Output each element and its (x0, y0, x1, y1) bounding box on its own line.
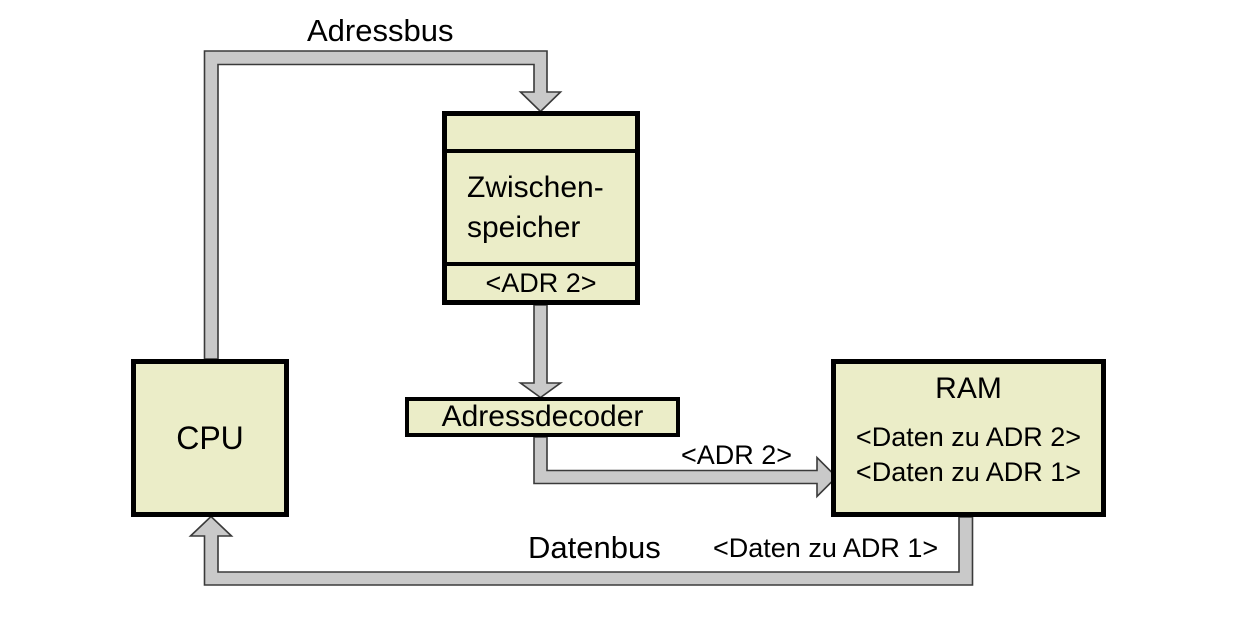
ram-box: RAM <Daten zu ADR 2> <Daten zu ADR 1> (831, 359, 1106, 517)
datenbus-pipe (188, 515, 974, 586)
cpu-box: CPU (131, 359, 289, 517)
ram-title: RAM (935, 372, 1002, 405)
address-decoder-box: Adressdecoder (405, 397, 680, 437)
buffer-to-decoder-pipe (518, 304, 563, 399)
ram-row-adr2: <Daten zu ADR 2> (855, 422, 1082, 452)
daten-zu-adr1-label: <Daten zu ADR 1> (713, 533, 939, 563)
cpu-label: CPU (176, 419, 244, 456)
buffer-empty-slot (447, 116, 635, 153)
adressbus-label: Adressbus (307, 13, 454, 48)
adressbus-pipe (203, 50, 563, 360)
ram-contents: <Daten zu ADR 2> <Daten zu ADR 1> (836, 420, 1101, 490)
buffer-slot-adr2: <ADR 2> (447, 262, 635, 300)
decoder-to-ram-pipe (533, 436, 838, 499)
buffer-label-line1: Zwischen- (467, 170, 604, 204)
buffer-label-line2: speicher (467, 210, 581, 244)
buffer-box: Zwischen- speicher <ADR 2> (442, 111, 640, 305)
ram-row-adr1: <Daten zu ADR 1> (855, 457, 1082, 487)
adr2-arrow-label: <ADR 2> (681, 440, 793, 470)
datenbus-label: Datenbus (528, 530, 661, 565)
address-decoder-label: Adressdecoder (441, 400, 644, 433)
buffer-label: Zwischen- speicher (447, 153, 635, 262)
